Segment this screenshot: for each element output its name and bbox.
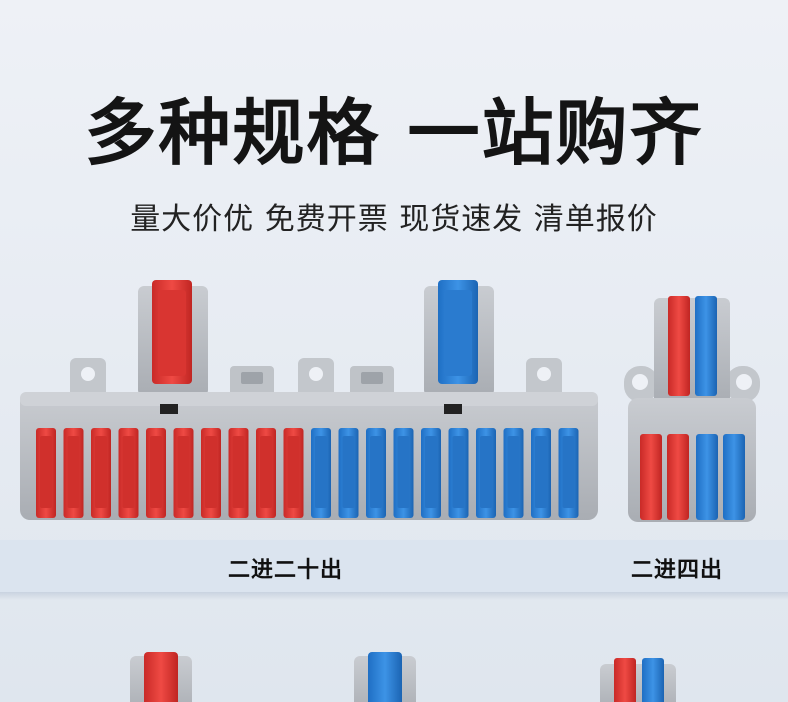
label-band [0,540,788,592]
connector-2-in-20-out [20,280,598,520]
lever-groove [562,436,575,508]
lever-groove [40,436,52,508]
lever-groove [425,436,437,508]
connector-2-in-4-out [624,296,760,522]
slot [444,404,462,414]
lever-groove [315,436,327,508]
input-tower-red [138,280,208,396]
lever-groove [150,436,162,508]
lever-groove [232,436,245,508]
output-lever-red [640,434,662,520]
input-lever-blue [695,296,717,396]
product-label-2in-20out: 二进二十出 [228,558,344,583]
connector-preview-red [130,652,192,702]
lever-groove [480,436,492,508]
lever-groove [535,436,547,508]
mounting-tab [726,366,760,402]
mounting-tab [526,358,562,398]
output-lever-blue [723,434,745,520]
output-lever-blue [696,434,718,520]
lever-groove [260,436,272,508]
output-lever-red [667,434,689,520]
lever-groove [95,436,107,508]
label-band-shadow [0,592,788,600]
subheadline: 量大价优 免费开票 现货速发 清单报价 [130,202,658,237]
lever-groove [452,436,465,508]
input-lever-red [668,296,690,396]
lever-groove [287,436,300,508]
lever-groove [507,436,520,508]
headline: 多种规格 一站购齐 [84,91,704,175]
lever-groove [177,436,190,508]
mounting-tab [298,358,334,398]
lever-groove [397,436,410,508]
mounting-tab [624,366,658,402]
input-tower-blue [424,280,494,396]
product-label-2in-4out: 二进四出 [631,558,724,583]
connector-preview-blue [354,652,416,702]
lever-groove [370,436,382,508]
lever-groove [122,436,135,508]
connector-preview-small [600,658,676,702]
lever-groove [342,436,355,508]
mounting-tab [70,358,106,398]
lever-groove [205,436,217,508]
slot [160,404,178,414]
lever-groove [67,436,80,508]
